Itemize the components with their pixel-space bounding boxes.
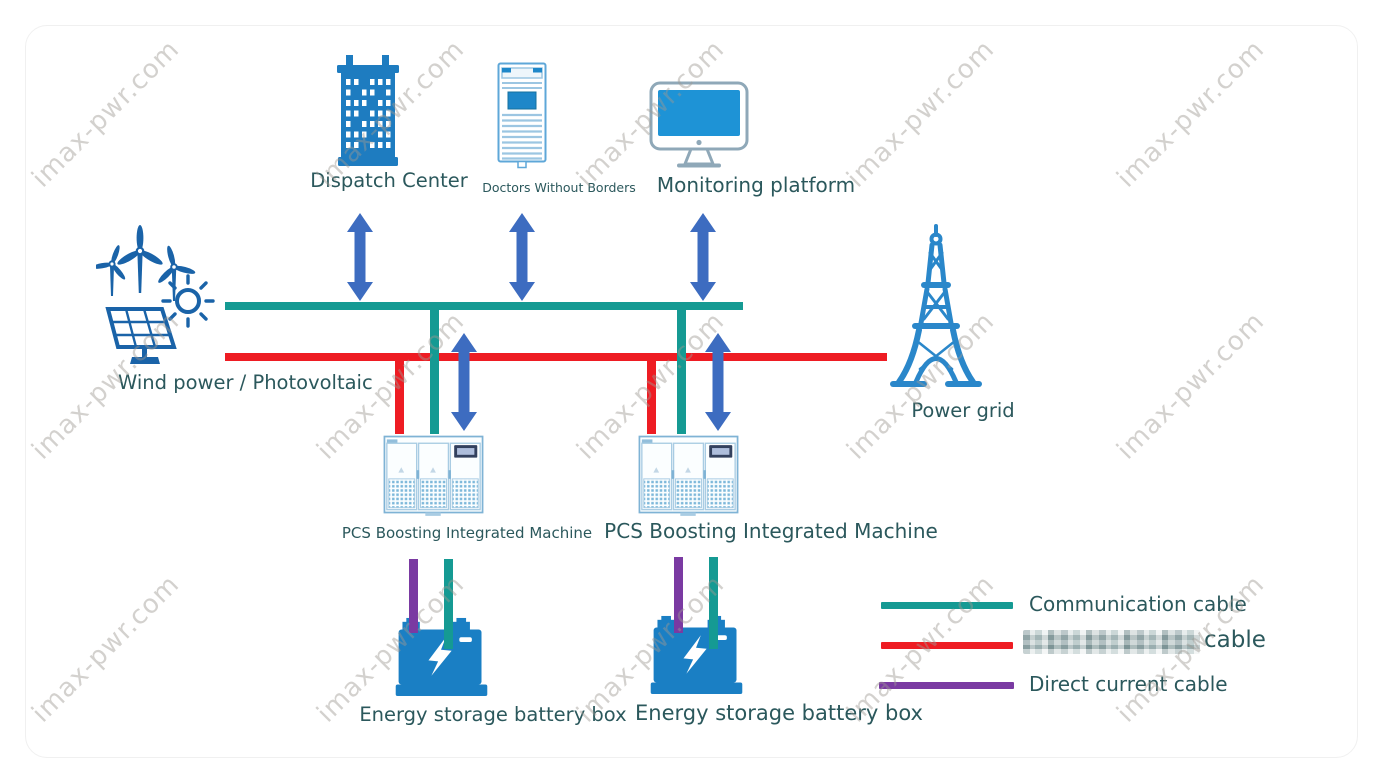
pcs-right-label: PCS Boosting Integrated Machine (604, 519, 938, 543)
dc-cable-right (674, 557, 683, 633)
dispatch-center-label: Dispatch Center (310, 169, 468, 192)
legend-label-communication: Communication cable (1029, 592, 1247, 616)
communication-cable-right (709, 557, 718, 649)
pcs-left-label: PCS Boosting Integrated Machine (341, 524, 593, 542)
battery-right-label: Energy storage battery box (635, 701, 923, 725)
data-flow-arrow-monitoring (690, 213, 716, 301)
server-cabinet-icon (497, 62, 547, 169)
censored-text-mosaic (1023, 630, 1200, 654)
legend-label-power: cable (1204, 627, 1266, 653)
communication-bus-line (225, 302, 743, 310)
watermark-text: imax-pwr.com (26, 569, 186, 729)
legend-swatch-communication (881, 602, 1013, 609)
battery-left-label: Energy storage battery box (359, 703, 627, 726)
data-flow-arrow-pcs-left (451, 333, 477, 431)
dispatch-center-building-icon (337, 55, 399, 166)
legend-swatch-direct-current (879, 682, 1014, 689)
legend-label-direct-current: Direct current cable (1029, 672, 1228, 696)
watermark-text: imax-pwr.com (1111, 34, 1271, 194)
legend-swatch-power (881, 642, 1013, 649)
watermark-text: imax-pwr.com (26, 34, 186, 194)
data-flow-arrow-dispatch (347, 213, 373, 301)
battery-box-left-icon (395, 617, 488, 697)
communication-drop-line-left (430, 305, 439, 434)
monitoring-platform-label: Monitoring platform (656, 173, 856, 197)
power-drop-line-left (395, 357, 404, 434)
power-grid-label: Power grid (911, 399, 1015, 422)
data-flow-arrow-server (509, 213, 535, 301)
communication-cable-left (444, 559, 453, 649)
monitoring-platform-monitor-icon (649, 81, 749, 168)
power-drop-line-right (647, 357, 656, 434)
battery-box-right-icon (650, 615, 743, 695)
diagram-card: Dispatch Center Doctors Without Borders … (25, 25, 1358, 758)
pcs-cabinet-left-icon (383, 435, 484, 516)
pcs-cabinet-right-icon (638, 435, 739, 516)
watermark-text: imax-pwr.com (841, 34, 1001, 194)
power-bus-line (225, 353, 887, 361)
wind-power-photovoltaic-icon (96, 225, 215, 364)
server-cabinet-label: Doctors Without Borders (482, 180, 636, 195)
data-flow-arrow-pcs-right (705, 333, 731, 431)
wind-pv-label: Wind power / Photovoltaic (118, 371, 373, 394)
watermark-text: imax-pwr.com (1111, 306, 1271, 466)
dc-cable-left (409, 559, 418, 633)
communication-drop-line-right (677, 305, 686, 434)
power-grid-tower-icon (890, 224, 982, 387)
diagram-stage: Dispatch Center Doctors Without Borders … (26, 26, 1357, 757)
